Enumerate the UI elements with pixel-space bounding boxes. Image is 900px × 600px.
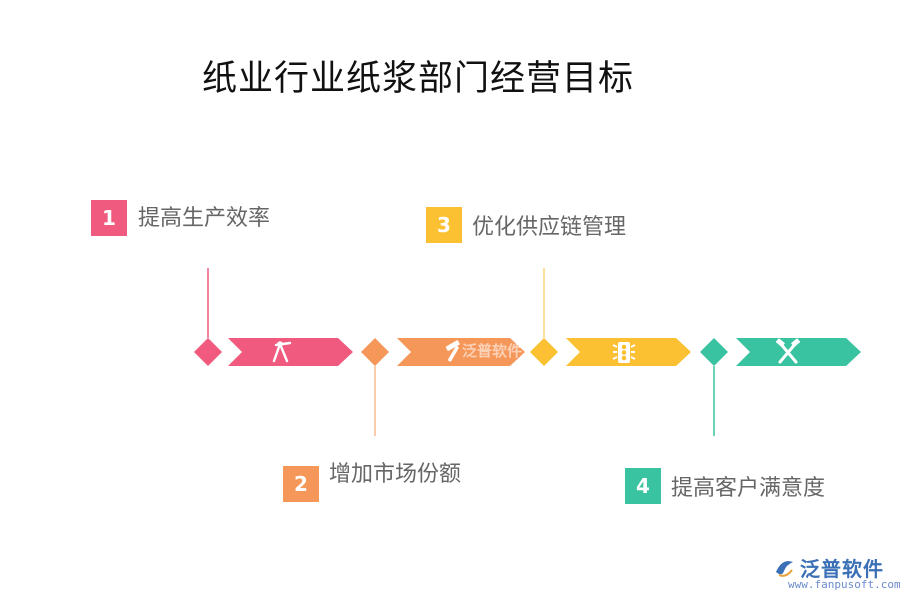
- hammer-icon: [445, 340, 460, 362]
- step-label-4: 提高客户满意度: [671, 476, 826, 501]
- diamond-marker-3: [530, 338, 558, 366]
- diamond-marker-2: [361, 338, 389, 366]
- step-number-badge-3: 3: [426, 207, 462, 243]
- traffic-light-icon: [612, 342, 636, 363]
- page-title: 纸业行业纸浆部门经营目标: [202, 59, 635, 99]
- compass-icon: [272, 341, 292, 363]
- step-number-badge-1: 1: [91, 200, 127, 236]
- brand-logo: 泛普软件: [772, 553, 884, 582]
- chevron-arrow-2: [397, 338, 525, 366]
- step-label-2: 增加市场份额: [329, 462, 462, 487]
- step-number-badge-4: 4: [625, 468, 661, 504]
- brand-logo-text: 泛普软件: [800, 557, 884, 581]
- step-number-badge-2: 2: [283, 466, 319, 502]
- diamond-marker-1: [194, 338, 222, 366]
- watermark-text: 泛普软件: [462, 342, 523, 360]
- brand-url: www.fanpusoft.com: [788, 578, 900, 591]
- diamond-marker-4: [700, 338, 728, 366]
- chevron-arrow-1: [228, 338, 353, 366]
- tools-icon: [775, 338, 801, 364]
- brand-logo-icon: [776, 560, 793, 577]
- step-label-1: 提高生产效率: [138, 206, 271, 231]
- chevron-arrow-4: [736, 338, 861, 366]
- step-label-3: 优化供应链管理: [472, 215, 627, 240]
